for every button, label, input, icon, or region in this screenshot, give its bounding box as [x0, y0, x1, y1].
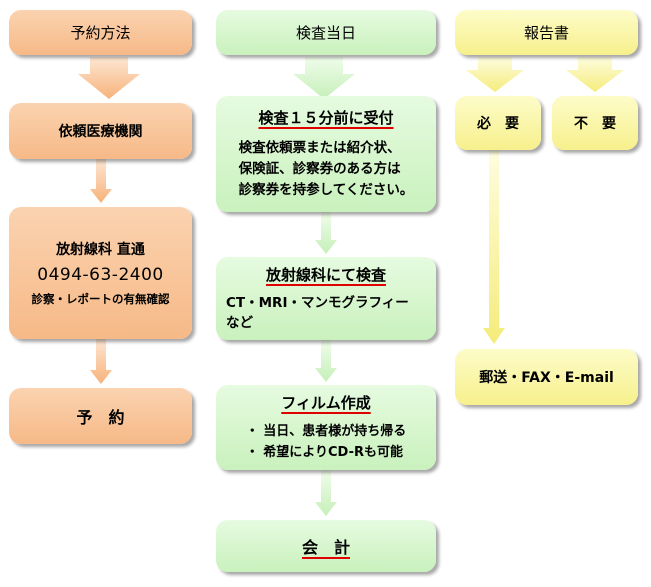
arrow-required-to-delivery [483, 150, 505, 344]
required-box: 必 要 [455, 96, 541, 150]
header-arrow-required [466, 57, 524, 92]
arrow-exam-to-film [315, 340, 337, 382]
exam-title: 放射線科にて検査 [265, 266, 386, 284]
header-method-label: 予約方法 [70, 24, 131, 42]
required-label: 必 要 [477, 116, 519, 132]
film-line-1: ・ 当日、患者様が持ち帰る [245, 424, 407, 439]
referral-label: 依頼医療機関 [58, 124, 143, 140]
header-report: 報告書 [455, 10, 638, 55]
film-box: フィルム作成 ・ 当日、患者様が持ち帰る ・ 希望によりCD-Rも可能 [216, 385, 436, 470]
reception-line-1: 検査依頼票または紹介状、 [238, 140, 401, 156]
header-arrow-method [78, 57, 140, 99]
radiology-box: 放射線科 直通 0494-63-2400 診察・レポートの有無確認 [9, 207, 192, 339]
reserve-box: 予 約 [9, 388, 192, 444]
film-line-2: ・ 希望によりCD-Rも可能 [245, 445, 403, 460]
exam-body: CT・MRI・マンモグラフィー など [222, 293, 430, 333]
header-arrow-not-required [566, 57, 624, 92]
film-title: フィルム作成 [281, 394, 371, 412]
header-report-label: 報告書 [523, 24, 569, 42]
reception-title: 検査１５分前に受付 [258, 109, 394, 127]
not-required-box: 不 要 [552, 96, 638, 150]
film-body: ・ 当日、患者様が持ち帰る ・ 希望によりCD-Rも可能 [246, 421, 407, 463]
header-method: 予約方法 [9, 10, 192, 55]
header-exam-day: 検査当日 [216, 10, 436, 55]
payment-label: 会 計 [301, 538, 350, 557]
exam-box: 放射線科にて検査 CT・MRI・マンモグラフィー など [216, 257, 436, 340]
arrow-referral-to-radiology [90, 159, 112, 203]
header-exam-day-label: 検査当日 [295, 24, 356, 42]
arrow-film-to-payment [315, 470, 337, 516]
delivery-box: 郵送・FAX・E-mail [455, 349, 638, 405]
reception-box: 検査１５分前に受付 検査依頼票または紹介状、 保険証、診察券のある方は 診察券を… [216, 96, 436, 212]
exam-line-1: CT・MRI・マンモグラフィー [226, 295, 409, 311]
header-arrow-exam [293, 57, 355, 99]
radiology-line1: 放射線科 直通 [56, 242, 145, 258]
radiology-phone: 0494-63-2400 [37, 265, 164, 285]
arrow-reception-to-exam [315, 212, 337, 254]
reception-line-3: 診察券を持参してください。 [238, 182, 414, 198]
exam-line-2: など [226, 315, 253, 331]
not-required-label: 不 要 [574, 116, 616, 132]
reception-line-2: 保険証、診察券のある方は [238, 161, 401, 177]
reserve-label: 予 約 [76, 408, 125, 427]
delivery-label: 郵送・FAX・E-mail [479, 370, 614, 386]
reception-body: 検査依頼票または紹介状、 保険証、診察券のある方は 診察券を持参してください。 [239, 138, 414, 201]
payment-box: 会 計 [216, 520, 436, 572]
referral-box: 依頼医療機関 [9, 103, 192, 159]
arrow-radiology-to-reserve [90, 338, 112, 384]
radiology-line3: 診察・レポートの有無確認 [31, 292, 170, 306]
